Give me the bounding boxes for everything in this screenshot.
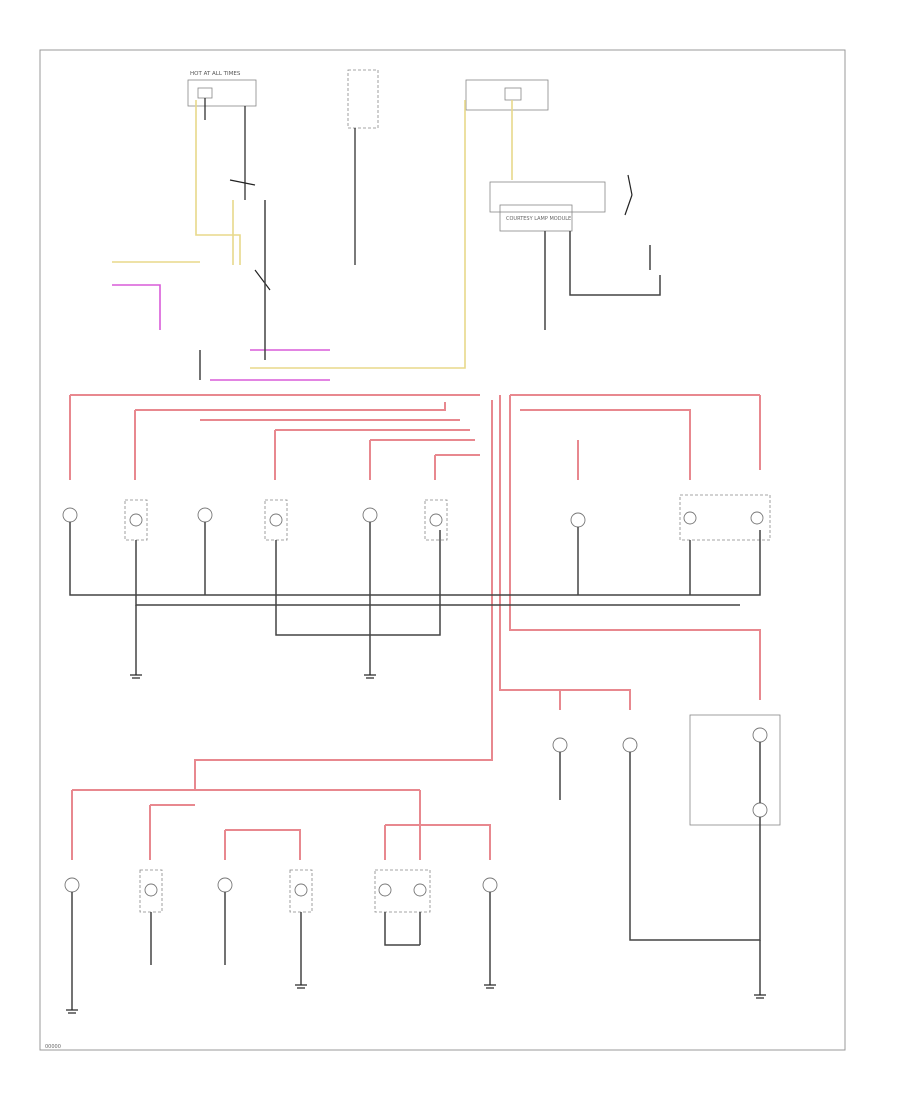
lamp-15 <box>374 869 431 913</box>
ground-upper-mid <box>364 674 376 679</box>
instrument-cluster <box>689 714 781 826</box>
top-center-fuse-block <box>347 69 379 265</box>
relay-switch <box>199 179 271 380</box>
lamp-row-lower <box>64 869 498 913</box>
lamp-13 <box>217 877 233 893</box>
module-label: COURTESY LAMP MODULE <box>506 216 571 222</box>
lamp-cluster-right-middle <box>552 714 781 999</box>
lamp-3 <box>197 507 213 523</box>
lamp-5 <box>362 507 378 523</box>
page-reference: 00000 <box>45 1044 61 1050</box>
lamp-11 <box>64 877 80 893</box>
lamp-6 <box>424 499 448 541</box>
courtesy-lamp-module: COURTESY LAMP MODULE <box>489 181 661 330</box>
lamp-row-upper <box>62 494 771 541</box>
lamp-7 <box>570 512 586 528</box>
door-switch <box>624 174 651 270</box>
lamp-1 <box>62 507 78 523</box>
lamp-9 <box>552 737 568 753</box>
diagram-border <box>39 49 846 1051</box>
lamp-8 <box>679 494 771 541</box>
lamp-16 <box>482 877 498 893</box>
ground-lower-lf-door <box>484 984 496 989</box>
lamp-10 <box>622 737 638 753</box>
ground-lower-left <box>66 1009 78 1014</box>
top-right-fuse-block <box>465 79 549 180</box>
ground-lower-rf-door <box>295 984 307 989</box>
top-left-fuse-block: HOT AT ALL TIMES <box>187 71 257 200</box>
ground-upper-left <box>130 674 142 679</box>
hot-at-all-times-label: HOT AT ALL TIMES <box>190 71 241 77</box>
